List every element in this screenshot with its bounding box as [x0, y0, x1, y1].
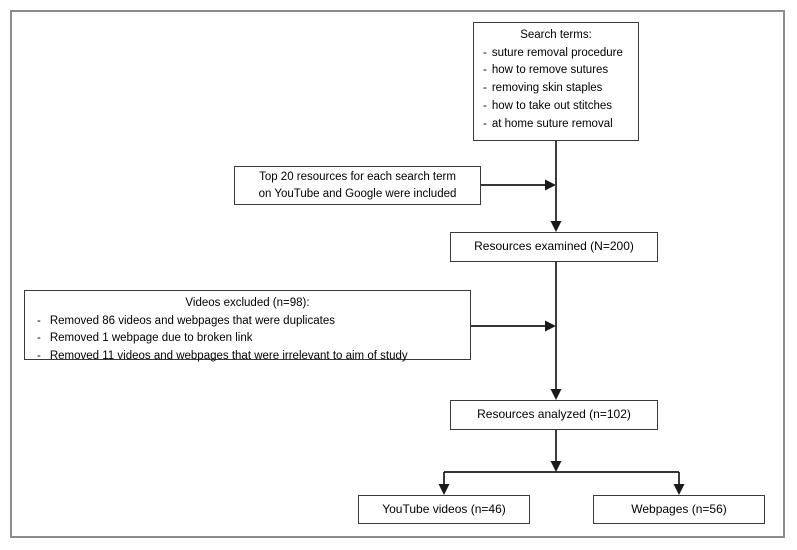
webpages-label: Webpages (n=56) [631, 501, 727, 516]
videos-excluded-heading: Videos excluded (n=98): [185, 297, 310, 309]
page-border-frame [10, 10, 785, 538]
list-item-label: Removed 11 videos and webpages that were… [49, 350, 408, 363]
list-item: - removing skin staples [483, 80, 638, 98]
list-item: - how to take out stitches [483, 98, 638, 116]
search-terms-list: - suture removal procedure - how to remo… [474, 45, 638, 134]
dash-marker: - [37, 350, 41, 363]
dash-marker: - [483, 99, 487, 112]
list-item-label: suture removal procedure [491, 46, 623, 59]
top20-line-1: Top 20 resources for each search term [259, 170, 456, 183]
list-item-label: at home suture removal [491, 117, 613, 130]
videos-excluded-list: - Removed 86 videos and webpages that we… [25, 313, 470, 366]
node-resources-analyzed: Resources analyzed (n=102) [450, 400, 658, 430]
dash-marker: - [483, 64, 487, 77]
node-top20-resources: Top 20 resources for each search term on… [234, 166, 481, 205]
list-item-label: how to take out stitches [491, 99, 613, 112]
list-item: - suture removal procedure [483, 45, 638, 63]
dash-marker: - [483, 117, 487, 130]
dash-marker: - [483, 46, 487, 59]
node-videos-excluded: Videos excluded (n=98): - Removed 86 vid… [24, 290, 471, 362]
youtube-videos-label: YouTube videos (n=46) [382, 501, 506, 516]
node-search-terms: Search terms: - suture removal procedure… [473, 22, 639, 141]
list-item: - Removed 11 videos and webpages that we… [37, 348, 470, 366]
list-item: - Removed 1 webpage due to broken link [37, 330, 470, 348]
dash-marker: - [483, 82, 487, 95]
list-item-label: removing skin staples [491, 82, 603, 95]
list-item: - Removed 86 videos and webpages that we… [37, 313, 470, 331]
list-item-label: how to remove sutures [491, 64, 609, 77]
node-youtube-videos: YouTube videos (n=46) [358, 495, 530, 524]
list-item-label: Removed 86 videos and webpages that were… [49, 314, 335, 327]
resources-analyzed-label: Resources analyzed (n=102) [477, 407, 631, 422]
list-item: - how to remove sutures [483, 62, 638, 80]
list-item-label: Removed 1 webpage due to broken link [49, 332, 253, 345]
dash-marker: - [37, 314, 41, 327]
dash-marker: - [37, 332, 41, 345]
resources-examined-label: Resources examined (N=200) [474, 239, 634, 254]
search-terms-heading: Search terms: [520, 29, 592, 41]
top20-line-2: on YouTube and Google were included [258, 187, 457, 200]
list-item: - at home suture removal [483, 116, 638, 134]
node-resources-examined: Resources examined (N=200) [450, 232, 658, 262]
node-webpages: Webpages (n=56) [593, 495, 765, 524]
